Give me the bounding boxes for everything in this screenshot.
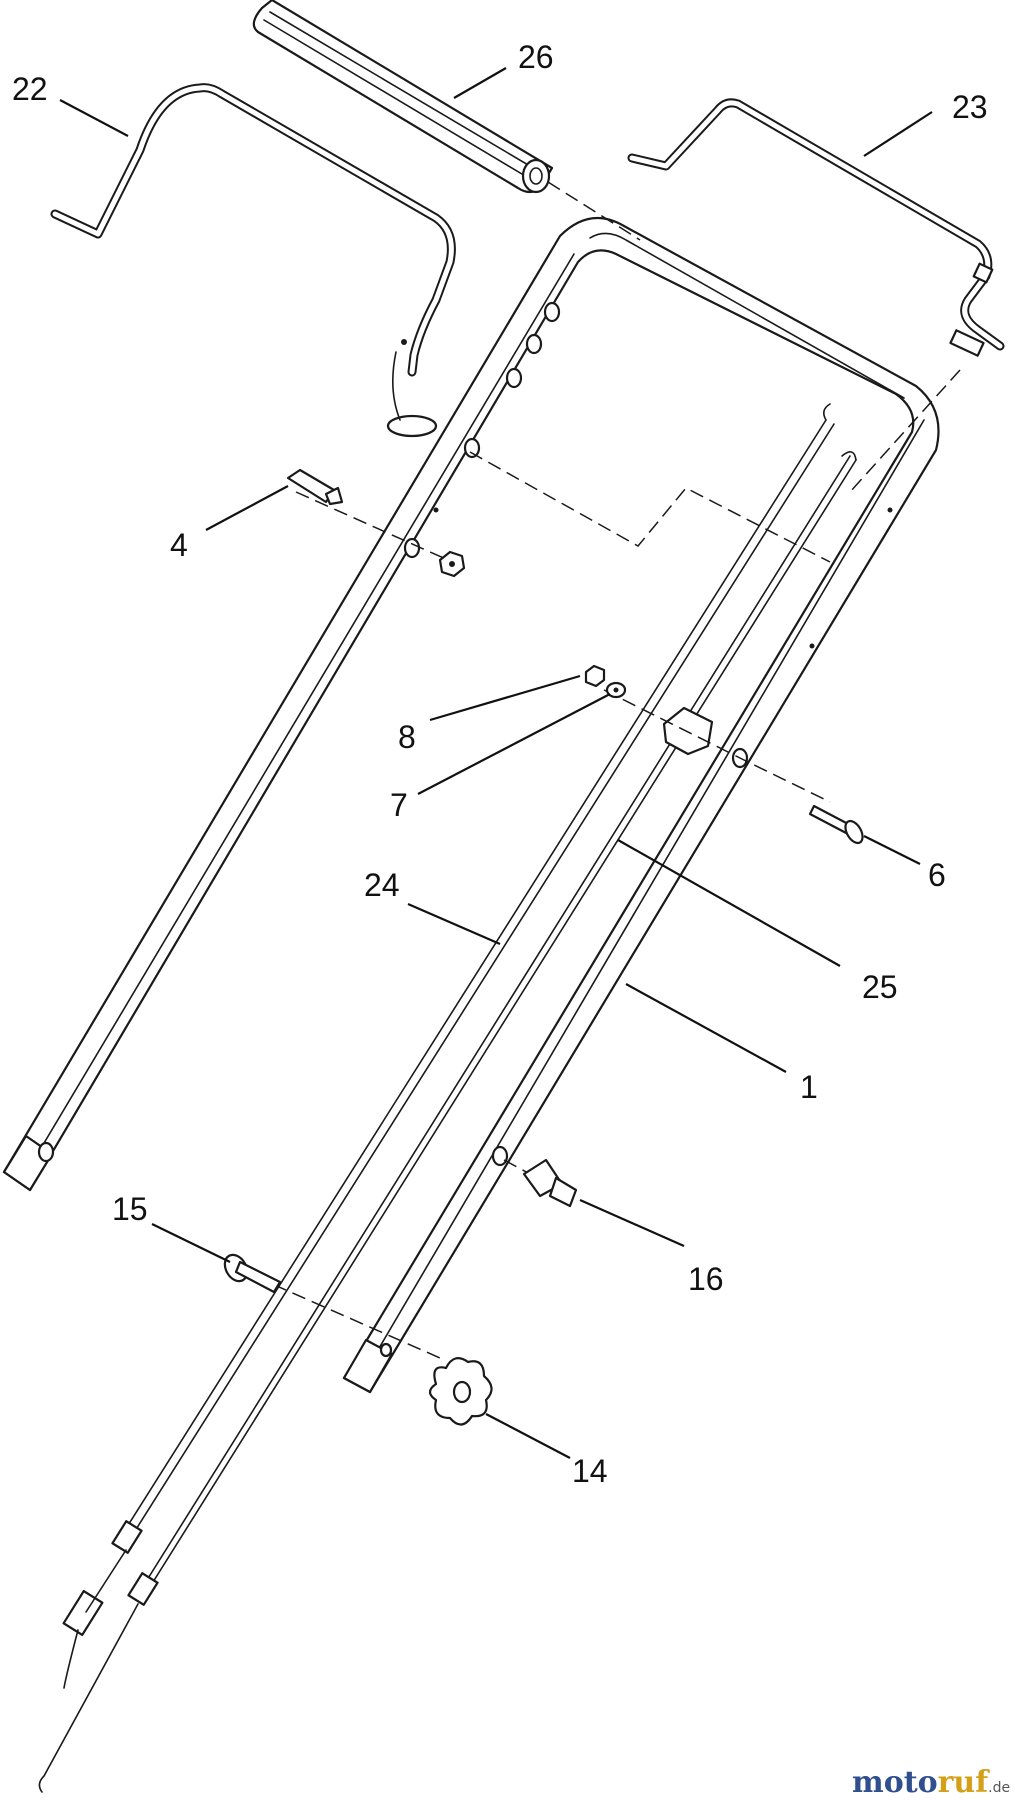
callout-6: 6: [928, 857, 946, 893]
callout-4: 4: [170, 527, 188, 563]
part-14-knob: [428, 1357, 493, 1426]
assembly-lines: [253, 181, 961, 1359]
part-6-bolt: [808, 804, 864, 845]
callout-7: 7: [390, 787, 408, 823]
part-26-grip-tube: [252, 0, 554, 194]
callout-25: 25: [862, 969, 898, 1005]
part-8-nut: [584, 664, 606, 688]
part-16-bushing: [522, 1158, 578, 1208]
part-7-washer: [605, 681, 627, 699]
watermark-part-b: ruf: [938, 1765, 991, 1800]
callout-15: 15: [112, 1191, 148, 1227]
part-25-cable: [38, 451, 857, 1793]
watermark-suffix: .de: [988, 1780, 1010, 1796]
watermark-logo: motoruf.de: [852, 1765, 1010, 1800]
callout-1: 1: [800, 1069, 818, 1105]
part-24-cable: [62, 403, 835, 1689]
callout-26: 26: [518, 39, 554, 75]
callout-24: 24: [364, 867, 400, 903]
callout-8: 8: [398, 719, 416, 755]
part-15-bolt: [223, 1253, 282, 1294]
callout-23: 23: [952, 89, 988, 125]
leader-lines: [59, 67, 933, 1459]
callout-22: 22: [12, 71, 48, 107]
callout-labels: 22 26 23 4 8 7 6 24 25 1 15 16 14: [12, 39, 988, 1489]
callout-14: 14: [572, 1453, 608, 1489]
watermark-part-a: moto: [852, 1765, 938, 1800]
part-22-left-bail: [50, 83, 456, 438]
part-23-right-bail: [627, 98, 1005, 357]
part-1-handle-frame: [2, 216, 940, 1394]
hex-nut-left: [438, 550, 466, 578]
part-4-clip: [286, 468, 344, 506]
callout-16: 16: [688, 1261, 724, 1297]
svg-text:motoruf.de: motoruf.de: [852, 1765, 1010, 1800]
